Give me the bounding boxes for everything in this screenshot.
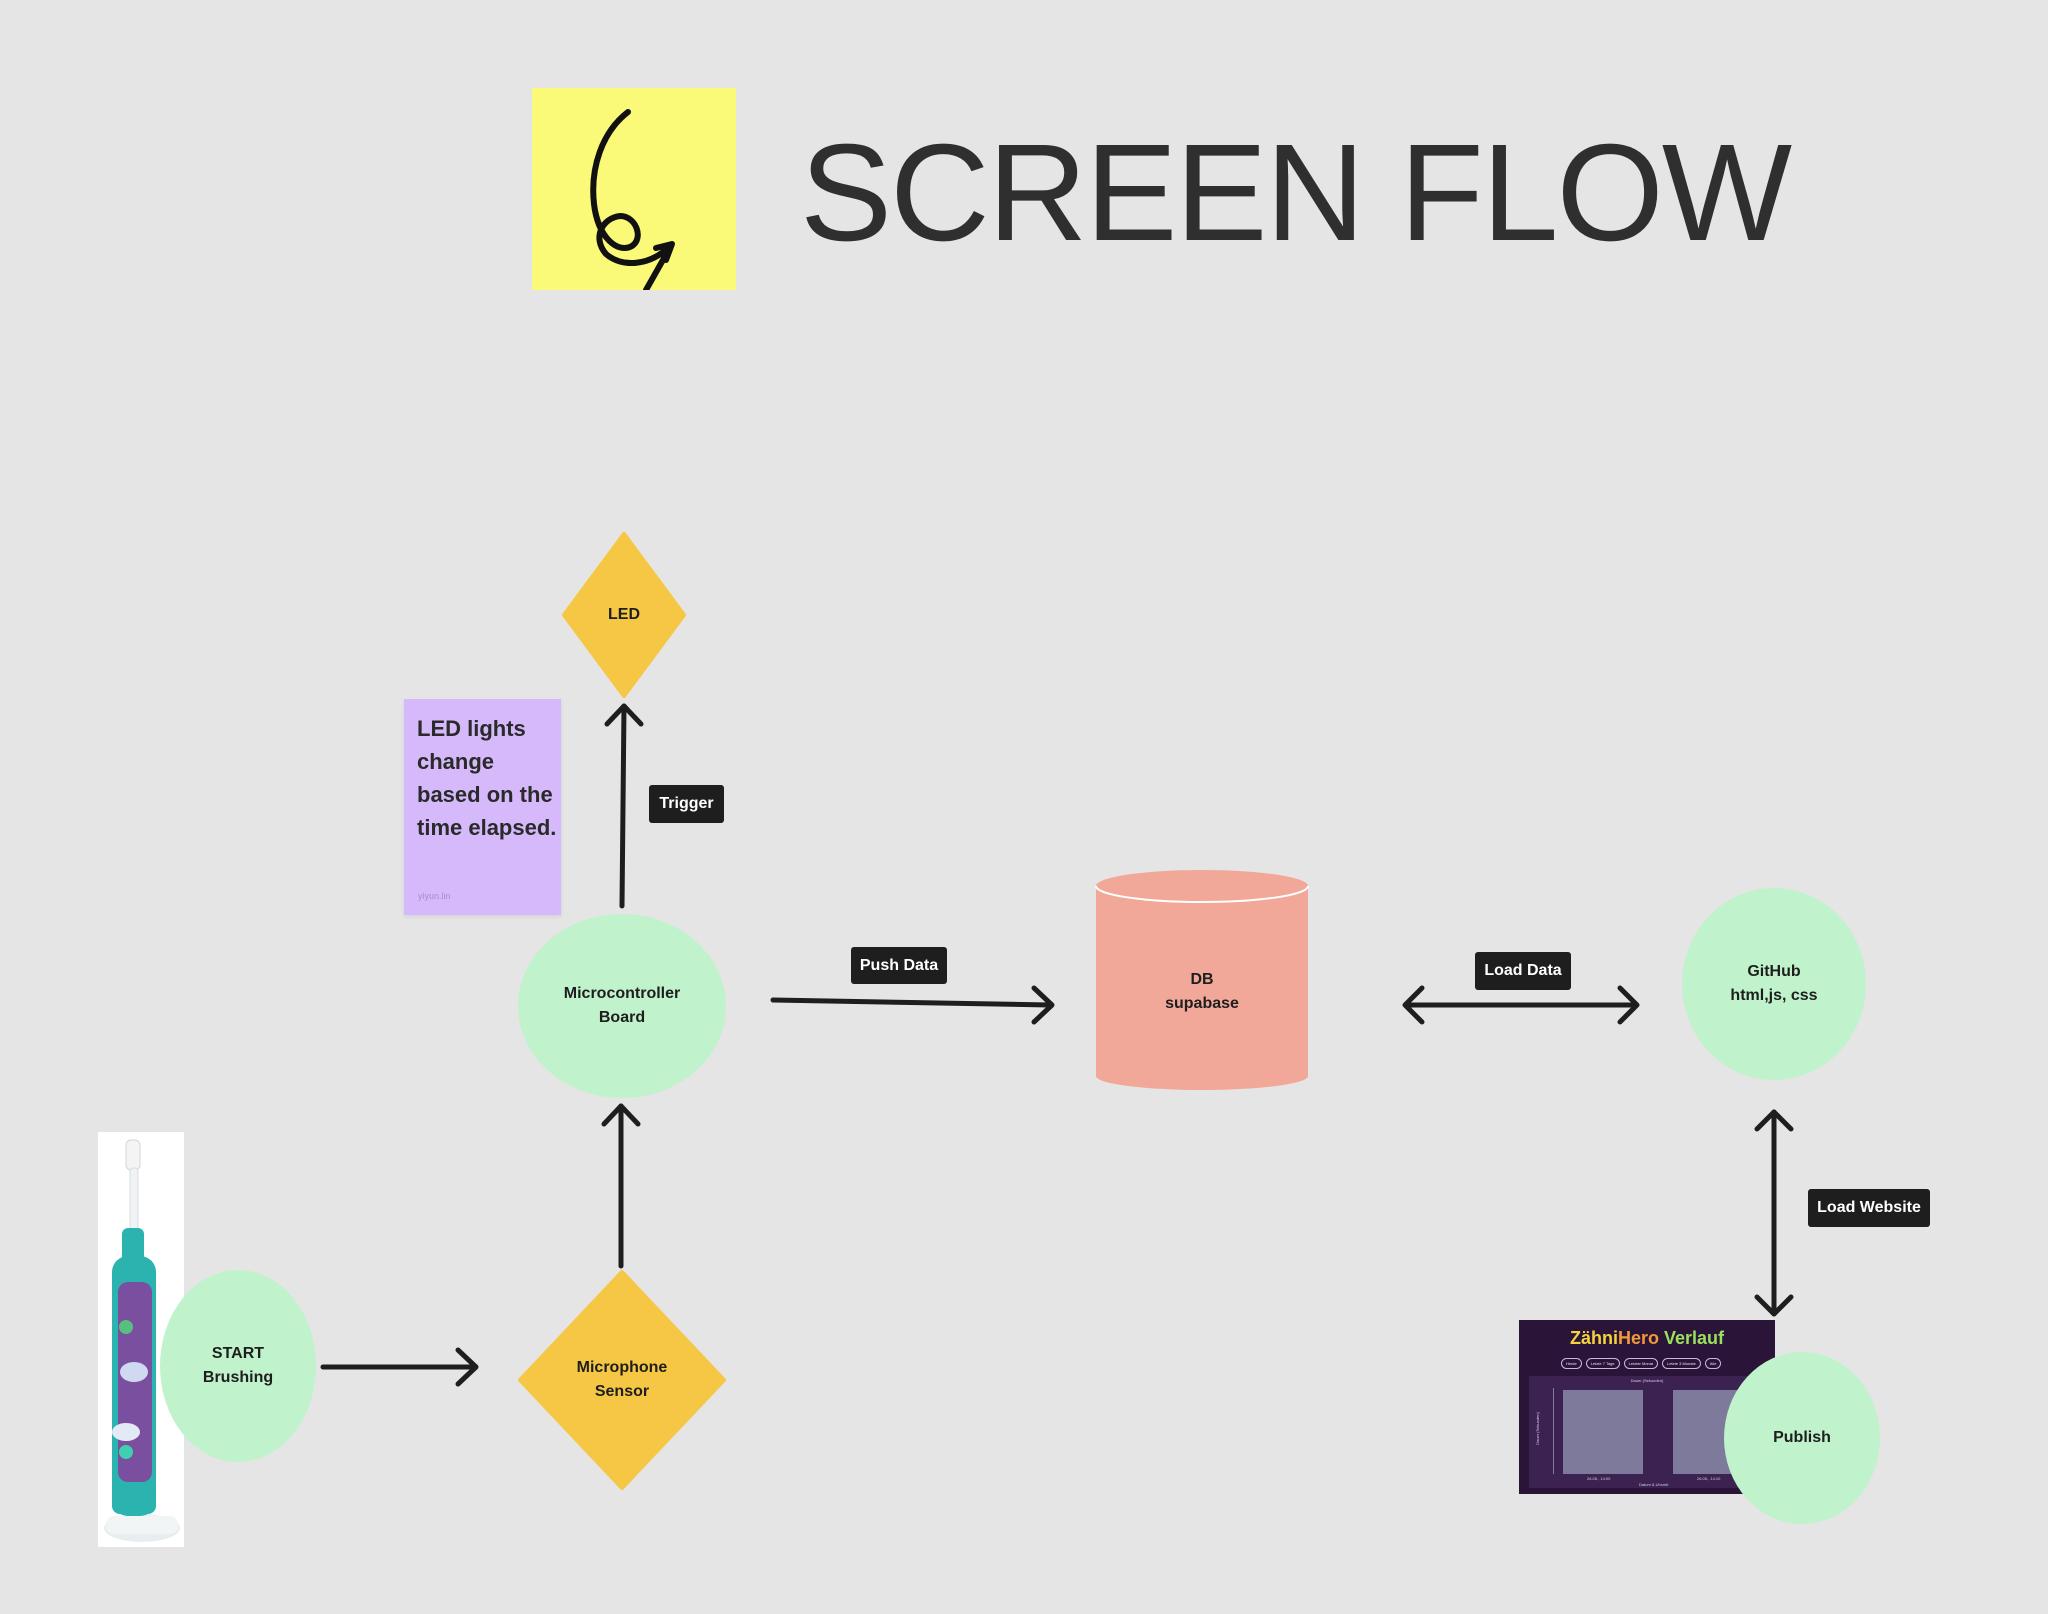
- spiral-arrow-icon: [590, 109, 675, 293]
- db-cylinder: [1095, 870, 1309, 1090]
- db-label: DB supabase: [1165, 971, 1239, 1012]
- preview-bar-1: [1563, 1390, 1643, 1474]
- edge-microcontroller-to-led: [619, 703, 627, 909]
- start-brushing-node: START Brushing: [160, 1270, 316, 1462]
- publish-node: Publish: [1724, 1352, 1880, 1524]
- preview-y-label: Dauer (Sekunden): [1534, 1412, 1540, 1445]
- arrowhead-microcontroller: [601, 1103, 641, 1127]
- load-website-tag: Load Website: [1808, 1189, 1930, 1227]
- arrowhead-db-left: [1402, 985, 1425, 1025]
- arrowhead-microphone: [455, 1347, 479, 1387]
- preview-filter-button: Letzte 3 Monate: [1662, 1358, 1701, 1369]
- preview-x-tick: 26.05., 14:00: [1587, 1476, 1611, 1481]
- arrowhead-github-up: [1754, 1109, 1794, 1132]
- microphone-sensor-label: Microphone Sensor: [576, 1359, 668, 1400]
- toothbrush-photo: [98, 1132, 184, 1547]
- preview-filter-button: Alle: [1704, 1358, 1722, 1369]
- github-node: GitHub html,js, css: [1682, 888, 1866, 1080]
- preview-filter-button: Heute: [1561, 1358, 1582, 1369]
- arrowhead-led: [604, 703, 644, 727]
- preview-filter-button: Letzte 7 Tage: [1585, 1358, 1620, 1369]
- microcontroller-board-node: Microcontroller Board: [518, 914, 726, 1098]
- sticky-note: LED lights change based on the time elap…: [404, 699, 561, 915]
- led-label: LED: [608, 606, 640, 623]
- preview-title: ZähniHero Verlauf: [1569, 1328, 1725, 1348]
- preview-y-axis: [1553, 1388, 1554, 1474]
- arrowhead-github: [1617, 985, 1640, 1025]
- preview-filter-button: Letzter Monat: [1623, 1358, 1659, 1369]
- arrowhead-publish: [1754, 1294, 1794, 1317]
- load-data-tag: Load Data: [1475, 952, 1571, 990]
- arrowhead-db: [1031, 985, 1055, 1025]
- microphone-sensor-diamond: [518, 1270, 726, 1490]
- page-title: SCREEN FLOW: [800, 116, 1792, 270]
- sticky-note-text: LED lights change based on the time elap…: [417, 716, 557, 840]
- led-diamond: [562, 532, 686, 698]
- sticky-note-author: yiyun.lin: [418, 891, 451, 901]
- trigger-tag: Trigger: [649, 785, 724, 823]
- preview-chart-title: Dauer (Sekunden): [1630, 1378, 1664, 1383]
- title-sticky-note: [532, 88, 736, 293]
- preview-x-label: Datum & Uhrzeit: [1639, 1482, 1669, 1487]
- push-data-tag: Push Data: [851, 947, 947, 984]
- preview-filter-buttons: Heute Letzte 7 Tage Letzter Monat Letzte…: [1561, 1358, 1722, 1369]
- edge-microcontroller-to-db: [770, 997, 1053, 1008]
- preview-x-tick: 26.05., 14:10: [1697, 1476, 1721, 1481]
